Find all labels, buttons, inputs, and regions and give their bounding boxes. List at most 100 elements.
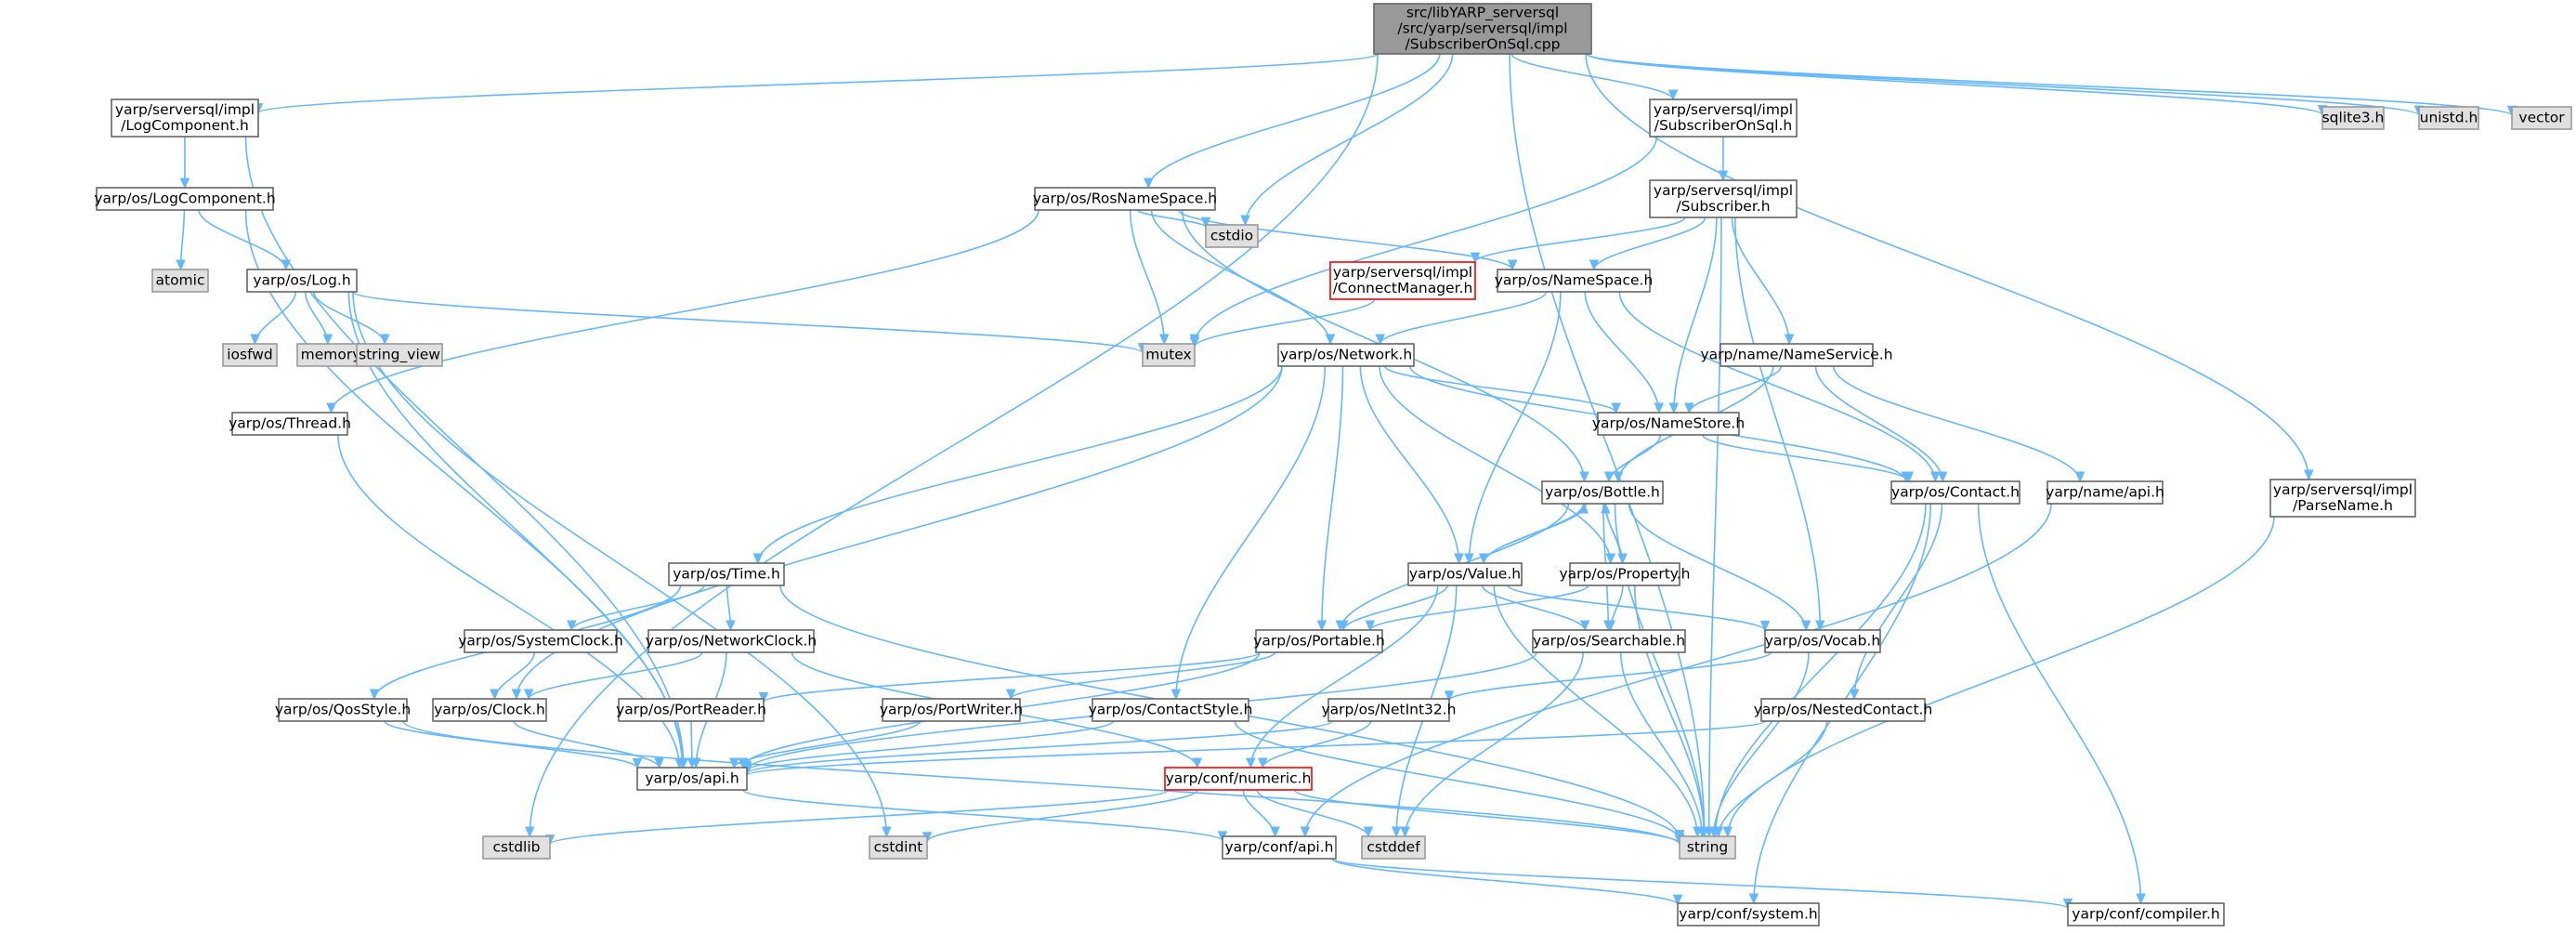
node-net-int32[interactable]: yarp/os/NetInt32.h [1321,698,1457,722]
node-name-service[interactable]: yarp/name/NameService.h [1700,343,1893,367]
edge-conf-numeric-to-cstddef [1256,789,1374,838]
node-clock-h[interactable]: yarp/os/Clock.h [432,698,547,722]
node-box [1327,698,1450,722]
node-box [1142,343,1196,367]
node-mutex: mutex [1142,343,1196,367]
node-conf-system[interactable]: yarp/conf/system.h [1677,902,1820,926]
edge-subscriber-h-to-connect-manager [1470,217,1686,264]
edge-line [352,291,1144,354]
edge-name-space-to-contact-h [1618,291,1941,483]
edge-line [746,720,1766,777]
edge-line [1194,298,1376,348]
node-label: yarp/os/SystemClock.h [458,633,623,650]
node-box [432,698,547,722]
arrowhead [728,757,739,769]
node-label: yarp/name/api.h [2046,484,2164,501]
node-parse-name[interactable]: yarp/serversql/impl/ParseName.h [2269,479,2416,518]
edge-vocab-h-to-net-int32 [1444,651,1772,702]
node-log-component[interactable]: yarp/os/LogComponent.h [94,187,276,211]
node-system-clock[interactable]: yarp/os/SystemClock.h [458,629,623,653]
node-name-space[interactable]: yarp/os/NameSpace.h [1495,269,1654,293]
arrowhead [1696,826,1707,838]
node-label: yarp/os/NestedContact.h [1754,702,1933,718]
arrowhead [1849,689,1860,701]
node-os-api[interactable]: yarp/os/api.h [636,767,748,791]
edge-conf-numeric-to-cstdint [922,789,1198,843]
node-name-api[interactable]: yarp/name/api.h [2046,480,2164,505]
node-box [618,698,765,722]
node-label: atomic [156,272,205,289]
node-subscriber-h[interactable]: yarp/serversql/impl/Subscriber.h [1649,179,1798,218]
arrowhead [2074,471,2086,483]
edge-line [1707,217,1722,837]
node-bottle-h[interactable]: yarp/os/Bottle.h [1541,480,1664,505]
edge-log-h-to-string-view [312,291,390,346]
edge-line [1249,585,1439,769]
edge-os-api-to-conf-api [742,789,1228,843]
node-log-h[interactable]: yarp/os/Log.h [246,269,358,293]
node-time-h[interactable]: yarp/os/Time.h [668,562,785,586]
edge-log-h-to-memory [304,291,333,346]
node-ros-name-space[interactable]: yarp/os/RosNameSpace.h [1033,187,1217,211]
edge-line [1379,291,1548,345]
arrowhead [726,620,736,632]
node-memory: memory [296,343,365,367]
node-portable-h[interactable]: yarp/os/Portable.h [1253,629,1385,653]
arrowhead [654,757,664,769]
node-contact-style[interactable]: yarp/os/ContactStyle.h [1089,698,1253,722]
node-iosfwd: iosfwd [222,343,278,367]
edge-line [244,136,685,769]
edge-bottle-h-to-string [1614,503,1709,838]
edge-name-service-to-contact-h [1814,365,1948,483]
node-conf-compiler[interactable]: yarp/conf/compiler.h [2067,902,2225,926]
node-box [2269,479,2416,518]
arrowhead [1005,689,1016,701]
arrowhead [1159,334,1170,346]
edge-network-h-to-clock-h [511,365,1283,701]
arrowhead [1684,402,1694,414]
node-label: cstdint [874,839,923,856]
edge-name-space-to-name-store [1584,291,1665,414]
edge-line [1379,365,1612,564]
edge-line [1194,136,1658,345]
node-searchable-h[interactable]: yarp/os/Searchable.h [1532,629,1686,653]
node-value-h[interactable]: yarp/os/Value.h [1407,562,1523,586]
node-thread-h[interactable]: yarp/os/Thread.h [229,412,351,436]
node-connect-manager[interactable]: yarp/serversql/impl/ConnectManager.h [1329,261,1476,300]
arrowhead [1257,757,1268,769]
node-box [1649,179,1798,218]
edge-line [1509,53,1706,837]
edge-value-h-to-bottle-h [1483,502,1589,564]
node-log-component-impl[interactable]: yarp/serversql/impl/LogComponent.h [111,99,259,138]
node-conf-numeric[interactable]: yarp/conf/numeric.h [1164,767,1313,791]
node-port-reader[interactable]: yarp/os/PortReader.h [616,698,766,722]
edge-system-clock-to-clock-h [490,651,536,701]
node-vocab-h[interactable]: yarp/os/Vocab.h [1764,629,1881,653]
node-nested-contact[interactable]: yarp/os/NestedContact.h [1754,698,1933,722]
edge-conf-numeric-to-string [1293,789,1685,845]
node-property-h[interactable]: yarp/os/Property.h [1559,562,1691,586]
node-label: cstddef [1366,839,1420,856]
node-box [1541,480,1664,505]
node-qos-style[interactable]: yarp/os/QosStyle.h [275,698,411,722]
node-network-h[interactable]: yarp/os/Network.h [1277,343,1415,367]
node-label: string [1687,839,1729,856]
node-box [636,767,748,791]
node-contact-h[interactable]: yarp/os/Contact.h [1890,480,2020,505]
node-box [1277,343,1415,367]
edge-line [1359,365,1460,564]
arrowhead [1375,334,1386,346]
node-conf-api[interactable]: yarp/conf/api.h [1222,835,1337,860]
node-name-store[interactable]: yarp/os/NameStore.h [1592,412,1745,436]
node-network-clock[interactable]: yarp/os/NetworkClock.h [646,629,817,653]
node-port-writer[interactable]: yarp/os/PortWriter.h [880,698,1023,722]
node-root: src/libYARP_serversql/src/yarp/serversql… [1373,3,1592,55]
node-subscriber-on-sql-h[interactable]: yarp/serversql/impl/SubscriberOnSql.h [1649,99,1798,138]
edge-line [1712,651,1810,837]
edge-line [1178,209,1513,270]
arrowhead [1579,620,1590,632]
edge-line [1331,858,1679,905]
node-box [1373,3,1592,55]
node-label: yarp/serversql/impl [1654,101,1793,118]
